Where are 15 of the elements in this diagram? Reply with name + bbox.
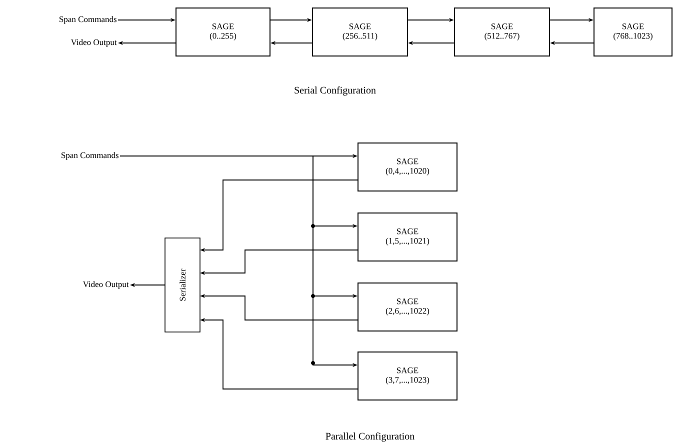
caption: Serial Configuration (294, 86, 376, 96)
signal-label: Span Commands (62, 152, 118, 160)
process-box: SAGE (2,6,...,1022) (358, 282, 458, 332)
process-box: SAGE (768..1023) (594, 8, 672, 56)
caption: Parallel Configuration (326, 432, 414, 442)
signal-label: Video Output (70, 39, 117, 47)
signal-label: Video Output (82, 281, 129, 289)
process-box: SAGE (0,4,...,1020) (358, 142, 458, 192)
process-box: SAGE (1,5,...,1021) (358, 212, 458, 262)
process-box: SAGE (0..255) (176, 8, 270, 56)
process-box: SAGE (256..511) (312, 8, 408, 56)
signal-label: Span Commands (60, 16, 116, 24)
serializer-box: Serializer (164, 238, 200, 332)
process-box: SAGE (512..767) (454, 8, 550, 56)
process-box: SAGE (3,7,...,1023) (358, 352, 458, 400)
